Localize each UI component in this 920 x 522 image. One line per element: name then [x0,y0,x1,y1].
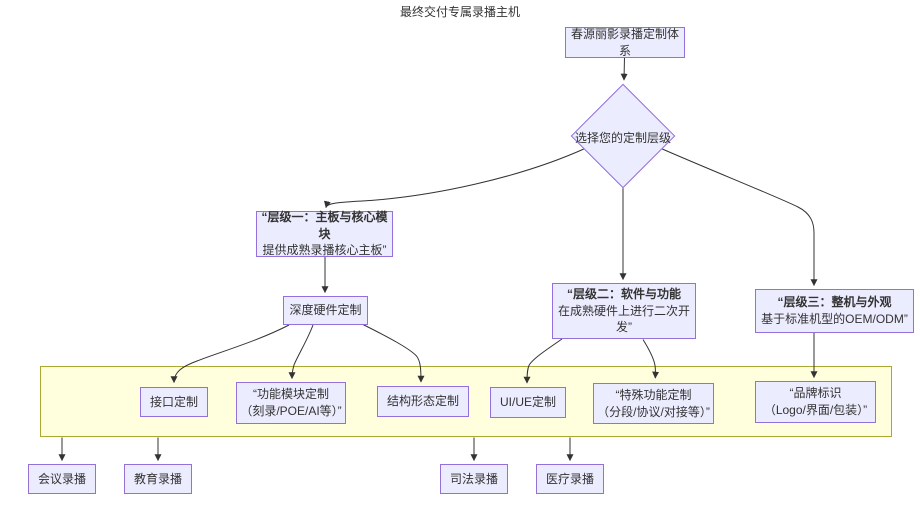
node-app-education: 教育录播 [124,464,192,494]
node-uiue-custom: UI/UE定制 [490,387,566,418]
edge-hub-structure [361,323,425,383]
node-tier3: “层级三：整机与外观 基于标准机型的OEM/ODM” [755,289,914,333]
tier2-subtitle: 在成熟硬件上进行二次开发” [557,303,690,335]
node-app-judicial: 司法录播 [440,464,508,494]
node-module-custom: “功能模块定制 （刻录/POE/AI等）” [236,382,346,424]
node-interface-custom: 接口定制 [140,387,208,417]
edge-decision-tier3 [659,147,818,287]
edge-decision-tier1 [323,147,587,209]
node-tier2: “层级二：软件与功能 在成熟硬件上进行二次开发” [552,283,696,339]
node-app-medical: 医疗录播 [536,464,604,494]
node-decision: 选择您的定制层级 [574,131,671,145]
edge-hub-module [288,324,314,380]
tier1-subtitle: 提供成熟录播核心主板” [262,243,387,258]
edge-root-decision [620,56,628,81]
node-root: 春源丽影录播定制体系 [565,27,685,58]
edge-tier2-special [642,339,660,379]
node-special-function-custom: “特殊功能定制 （分段/协议/对接等）” [593,383,714,424]
edge-hub-interface [170,324,290,384]
node-app-meeting: 会议录播 [28,464,96,494]
tier3-title: “层级三：整机与外观 [777,295,892,310]
tier3-subtitle: 基于标准机型的OEM/ODM” [761,312,908,326]
node-hardware-hub: 深度硬件定制 [283,296,368,325]
node-brand-identity: “品牌标识 （Logo/界面/包装）” [755,381,876,423]
node-structure-custom: 结构形态定制 [377,386,469,417]
tier1-title: “层级一：主板与核心模块 [261,209,388,241]
node-tier1: “层级一：主板与核心模块 提供成熟录播核心主板” [256,209,393,258]
edge-tier2-uiue [523,338,563,384]
subgraph-final-delivery-label: 最终交付专属录播主机 [399,5,520,19]
tier2-title: “层级二：软件与功能 [566,286,681,301]
